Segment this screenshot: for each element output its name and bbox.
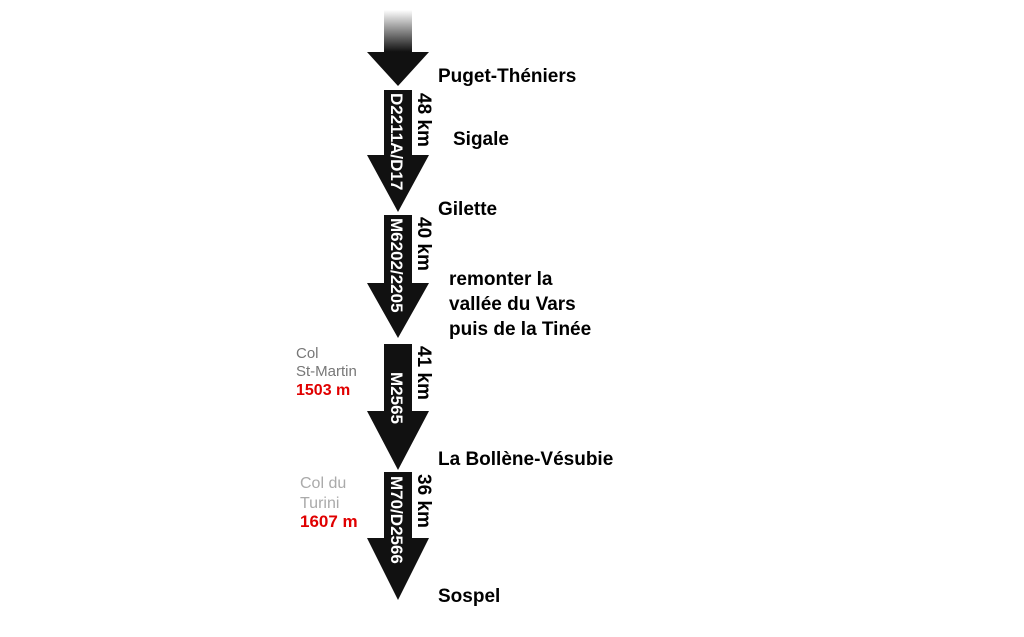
place-sospel: Sospel — [438, 586, 501, 607]
place-sigale: Sigale — [453, 129, 509, 150]
segment-arrow-icon — [367, 344, 429, 470]
pass-name-col-st-martin: Col St-Martin — [296, 345, 357, 381]
pass-altitude-col-st-martin: 1503 m — [296, 382, 351, 399]
pass-name-line: St-Martin — [296, 363, 357, 380]
segment-arrow-icon — [367, 90, 429, 212]
place-puget-theniers: Puget-Théniers — [438, 66, 577, 87]
segment-arrow-icon — [367, 472, 429, 600]
place-gilette: Gilette — [438, 199, 498, 220]
distance-label: 36 km — [413, 474, 434, 528]
road-label: M70/D2566 — [387, 476, 406, 564]
pass-name-line: Col du — [300, 475, 347, 492]
distance-label: 41 km — [413, 346, 434, 400]
distance-label: 40 km — [413, 217, 434, 271]
route-note: remonter la vallée du Vars puis de la Ti… — [449, 267, 591, 342]
road-label: D2211A/D17 — [387, 93, 406, 190]
route-note-line: puis de la Tinée — [449, 319, 592, 340]
place-la-bollene-vesubie: La Bollène-Vésubie — [438, 449, 614, 470]
segment-arrow-icon — [367, 215, 429, 338]
pass-name-line: Turini — [300, 495, 340, 512]
route-note-line: remonter la — [449, 269, 553, 290]
pass-altitude-col-du-turini: 1607 m — [300, 512, 358, 531]
pass-name-line: Col — [296, 345, 319, 362]
incoming-arrow-icon — [367, 10, 429, 86]
road-label: M2565 — [387, 372, 406, 424]
route-note-line: vallée du Vars — [449, 294, 576, 315]
distance-label: 48 km — [413, 93, 434, 147]
pass-name-col-du-turini: Col du Turini — [300, 474, 346, 514]
road-label: M6202/2205 — [387, 218, 406, 313]
